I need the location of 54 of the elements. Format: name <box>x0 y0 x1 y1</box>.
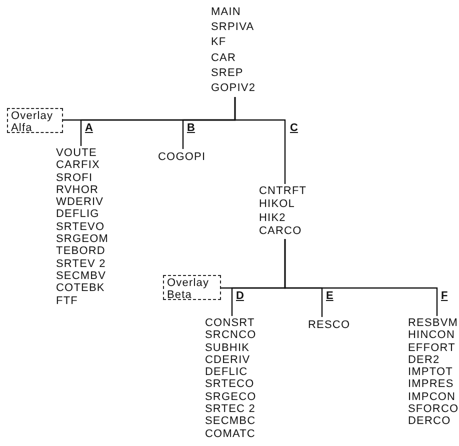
routine-name: CARFIX <box>56 159 101 172</box>
routine-name: IMPRES <box>408 378 455 391</box>
branch-letter: F <box>441 291 448 302</box>
branch-letter: C <box>290 123 298 134</box>
overlay-label-box: Overlay Beta <box>163 275 221 300</box>
routine-name: EFFORT <box>408 342 456 354</box>
routine-name: KF <box>211 35 228 50</box>
routine-name: SFORCO <box>408 403 459 416</box>
routine-name: SECMBV <box>56 270 108 282</box>
routine-name: SRPIVA <box>211 20 256 36</box>
routine-name: SROFI <box>56 172 94 184</box>
routine-name: TEBORD <box>56 245 106 258</box>
routine-name: GOPIV2 <box>211 81 257 96</box>
routine-name: DER2 <box>408 354 441 366</box>
routine-name: RESBVM <box>408 317 459 330</box>
routine-name: SRTEVO <box>56 220 106 234</box>
routine-name: SRTEC 2 <box>205 403 256 416</box>
tree-connector <box>284 239 438 316</box>
tree-connector <box>234 97 286 184</box>
branch-letter: E <box>326 291 334 302</box>
routine-name: HIKOL <box>259 198 296 212</box>
routine-name: SRTEV 2 <box>56 258 107 270</box>
routine-name: IMPCON <box>408 390 457 404</box>
routine-name: MAIN <box>211 5 242 20</box>
routine-name: SUBHIK <box>205 342 251 354</box>
branch-letter: A <box>85 123 93 134</box>
routine-name: CDERIV <box>205 354 252 366</box>
routine-name: SRTECO <box>205 378 256 391</box>
overlay-label-box: Overlay Alfa <box>7 108 63 133</box>
routine-name: SECMBC <box>205 415 257 428</box>
routine-name: VOUTE <box>56 147 98 160</box>
routine-name: WDERIV <box>56 196 105 208</box>
branch-letter: B <box>187 123 195 134</box>
routine-name: CARCO <box>259 224 303 238</box>
routine-name: IMPTOT <box>408 366 454 378</box>
routine-name: COTEBK <box>56 282 106 295</box>
routine-name: CONSRT <box>205 317 256 330</box>
routine-name: COMATC <box>205 428 256 440</box>
routine-name: DEFLIG <box>56 208 100 221</box>
routine-name: SRGECO <box>205 390 258 404</box>
routine-name: RESCO <box>308 318 352 332</box>
routine-name: DEFLIC <box>205 366 249 378</box>
routine-name: HIK2 <box>259 212 287 225</box>
routine-name: CNTRFT <box>259 185 308 198</box>
branch-letter: D <box>236 291 244 302</box>
routine-name: RVHOR <box>56 184 100 196</box>
routine-name: CAR <box>211 50 238 66</box>
routine-name: FTF <box>56 294 79 307</box>
routine-name: SRCNCO <box>205 329 258 342</box>
routine-name: SRGEOM <box>56 233 110 246</box>
routine-name: COGOPI <box>158 150 207 164</box>
routine-name: DERCO <box>408 415 452 428</box>
routine-name: SREP <box>211 66 244 81</box>
routine-name: HINCON <box>408 329 456 342</box>
